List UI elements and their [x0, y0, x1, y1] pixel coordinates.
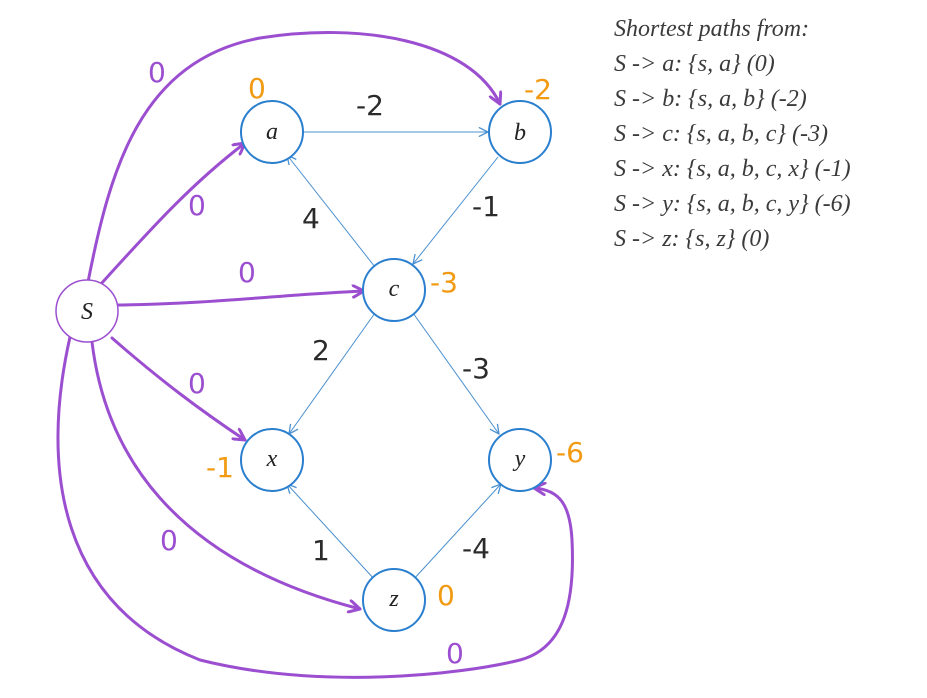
node-x: x: [240, 428, 304, 492]
shortest-paths-panel: Shortest paths from: S -> a: {s, a} (0) …: [614, 12, 920, 257]
path-line-c: S -> c: {s, a, b, c} (-3): [614, 121, 828, 147]
weight-S-z: 0: [160, 524, 178, 557]
node-b: b: [488, 100, 552, 164]
edge-S-b: [86, 31, 500, 284]
distance-b: -2: [524, 73, 552, 106]
weight-c-a: 4: [302, 202, 320, 235]
edge-S-a: [98, 141, 247, 287]
node-z: z: [362, 568, 426, 632]
nodes: S a b c x y z: [55, 100, 552, 632]
weight-S-a: 0: [188, 189, 206, 222]
weight-z-y: -4: [462, 532, 490, 565]
distance-labels: 0 -2 -3 -1 -6 0: [206, 72, 584, 612]
node-c: c: [362, 258, 426, 322]
weight-z-x: 1: [312, 534, 330, 567]
node-label-x: x: [266, 446, 278, 472]
edge-c-y: [412, 312, 499, 434]
edge-b-c: [413, 156, 499, 264]
edge-S-x: [110, 336, 247, 442]
node-y: y: [488, 428, 552, 492]
path-line-x: S -> x: {s, a, b, c, x} (-1): [614, 156, 851, 182]
edge-S-y: [56, 335, 574, 679]
weight-S-y: 0: [446, 637, 464, 670]
path-line-a: S -> a: {s, a} (0): [614, 51, 775, 77]
path-line-b: S -> b: {s, a, b} (-2): [614, 86, 807, 112]
weight-a-b: -2: [356, 89, 384, 122]
weight-c-x: 2: [312, 334, 330, 367]
distance-a: 0: [248, 72, 266, 105]
edge-S-z: [90, 340, 362, 609]
graph-edges: [287, 132, 501, 581]
edge-z-y: [412, 484, 501, 581]
weight-b-c: -1: [472, 190, 500, 223]
distance-x: -1: [206, 451, 234, 484]
distance-y: -6: [556, 436, 584, 469]
weight-S-x: 0: [188, 367, 206, 400]
edge-weight-labels: -2 -1 4 2 -3 1 -4: [302, 89, 500, 567]
edge-c-a: [287, 155, 376, 268]
node-label-z: z: [388, 586, 399, 612]
path-line-y: S -> y: {s, a, b, c, y} (-6): [614, 191, 851, 217]
distance-z: 0: [437, 579, 455, 612]
distance-c: -3: [430, 266, 458, 299]
node-label-a: a: [266, 119, 278, 145]
weight-S-c: 0: [238, 256, 256, 289]
weight-c-y: -3: [462, 352, 490, 385]
edge-z-x: [287, 484, 376, 581]
shortest-paths-title: Shortest paths from:: [614, 16, 810, 42]
weight-S-b: 0: [148, 56, 166, 89]
source-weight-labels: 0 0 0 0 0 0: [148, 56, 464, 670]
node-a: a: [240, 100, 304, 164]
node-label-c: c: [389, 276, 400, 302]
node-S: S: [55, 279, 119, 343]
node-label-b: b: [514, 120, 526, 146]
node-label-S: S: [81, 299, 93, 325]
edge-c-x: [289, 312, 376, 434]
edge-S-c: [116, 291, 366, 307]
node-label-y: y: [513, 446, 526, 472]
source-edges: [56, 31, 574, 679]
path-line-z: S -> z: {s, z} (0): [614, 226, 770, 252]
